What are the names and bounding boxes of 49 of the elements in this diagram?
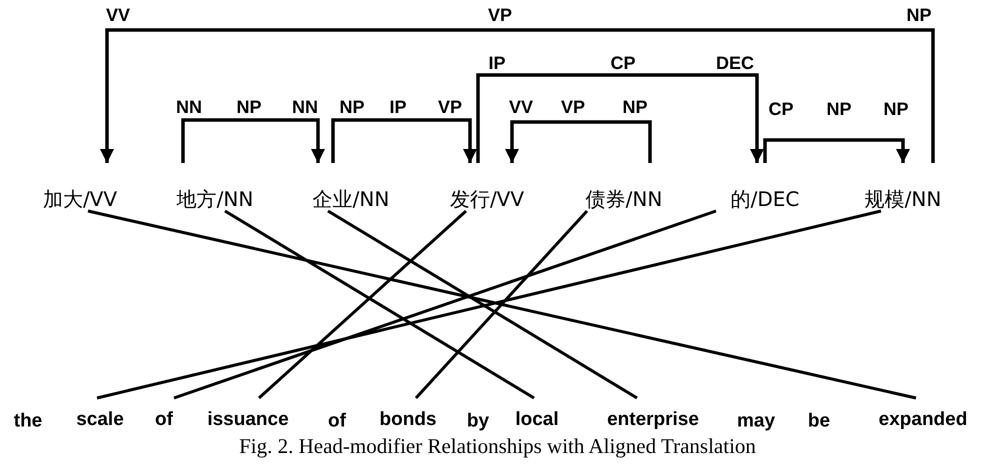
category-tag: CP (768, 100, 794, 118)
translation-word: bonds (380, 409, 436, 431)
translation-word: of (328, 412, 346, 430)
translation-word: scale (76, 409, 124, 431)
translation-word: of (155, 409, 173, 431)
dependency-arrow (763, 138, 910, 163)
edge-label: VP (488, 6, 512, 24)
edge-label: CP (610, 54, 636, 72)
translation-word: enterprise (607, 409, 699, 431)
tagged-word: 债券/NN (586, 187, 662, 211)
tagged-word: 企业/NN (312, 187, 390, 211)
alignment-line (258, 210, 467, 400)
dependency-arrow (505, 120, 652, 163)
category-tag: VP (438, 98, 462, 116)
category-tag: VV (106, 6, 130, 24)
figure-caption: Fig. 2. Head-modifier Relationships with Aligned Translation (238, 434, 757, 459)
translation-word: by (466, 412, 490, 430)
dependency-arrow (100, 28, 935, 163)
category-tag: NP (884, 100, 908, 118)
translation-word: may (736, 412, 776, 430)
alignment-line (414, 210, 588, 400)
dependency-arrow (331, 118, 477, 163)
category-tag: DEC (716, 54, 754, 72)
category-tag: NP (906, 6, 932, 24)
tagged-word: 发行/VV (450, 187, 524, 211)
alignment-line (174, 210, 716, 400)
category-tag: NN (176, 98, 202, 116)
tagged-word: 地方/NN (176, 187, 254, 211)
category-tag: NP (340, 98, 364, 116)
dependency-arrow (181, 118, 325, 163)
alignment-line (224, 210, 535, 400)
translation-word: be (808, 412, 830, 430)
translation-word: local (515, 409, 559, 431)
tagged-word: 的/DEC (730, 187, 800, 211)
edge-label: NP (826, 100, 852, 118)
translation-word: the (14, 412, 42, 430)
translation-word: issuance (207, 409, 289, 431)
category-tag: NN (292, 98, 318, 116)
dependency-arrow (476, 73, 764, 163)
alignment-line (327, 210, 638, 400)
tagged-word: 加大/VV (42, 187, 118, 211)
tagged-word: 规模/NN (864, 187, 942, 211)
edge-label: VP (561, 98, 585, 116)
translation-word: expanded (878, 409, 968, 431)
category-tag: NP (622, 98, 648, 116)
category-tag: IP (488, 54, 506, 72)
edge-label: IP (390, 98, 406, 116)
category-tag: VV (509, 98, 533, 116)
edge-label: NP (236, 98, 262, 116)
